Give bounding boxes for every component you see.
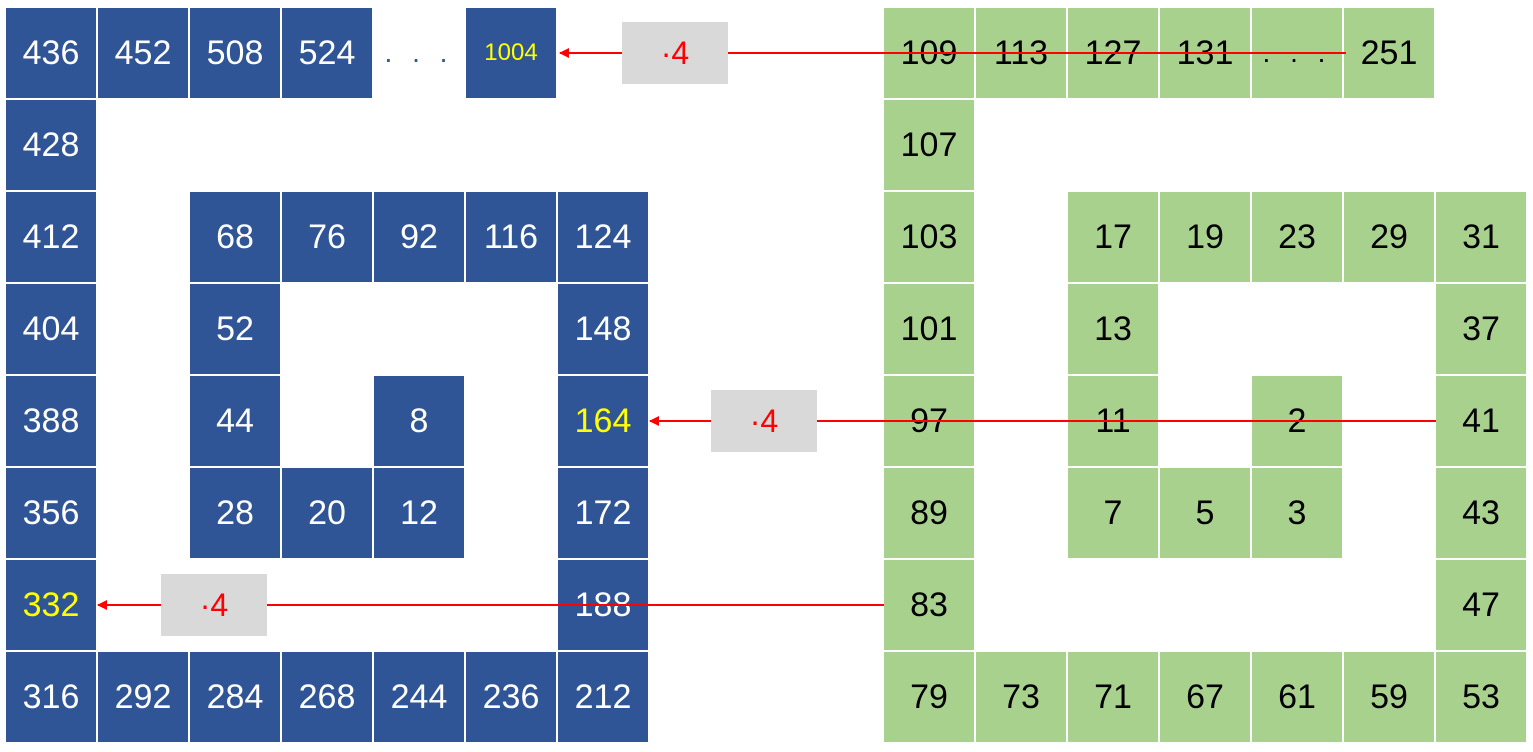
green-cell: 131 bbox=[1160, 8, 1250, 98]
blue-cell: 388 bbox=[6, 376, 96, 466]
blue-cell: 412 bbox=[6, 192, 96, 282]
blue-cell: 172 bbox=[558, 468, 648, 558]
multiplier-label: ·4 bbox=[711, 390, 817, 452]
blue-ellipsis: . . . bbox=[384, 37, 454, 68]
green-cell: 107 bbox=[884, 100, 974, 190]
green-cell: 83 bbox=[884, 560, 974, 650]
green-cell: 89 bbox=[884, 468, 974, 558]
green-cell: 61 bbox=[1252, 652, 1342, 742]
green-cell: 19 bbox=[1160, 192, 1250, 282]
green-cell: 17 bbox=[1068, 192, 1158, 282]
blue-cell: 92 bbox=[374, 192, 464, 282]
green-cell: 2 bbox=[1252, 376, 1342, 466]
green-cell: 71 bbox=[1068, 652, 1158, 742]
blue-cell: 332 bbox=[6, 560, 96, 650]
blue-cell: 28 bbox=[190, 468, 280, 558]
green-cell: 59 bbox=[1344, 652, 1434, 742]
green-cell: 67 bbox=[1160, 652, 1250, 742]
blue-cell: 1004 bbox=[466, 8, 556, 98]
blue-cell: 428 bbox=[6, 100, 96, 190]
blue-cell: 12 bbox=[374, 468, 464, 558]
green-cell: 109 bbox=[884, 8, 974, 98]
green-cell: 29 bbox=[1344, 192, 1434, 282]
blue-cell: 188 bbox=[558, 560, 648, 650]
green-cell: 31 bbox=[1436, 192, 1526, 282]
blue-cell: 404 bbox=[6, 284, 96, 374]
green-cell: 11 bbox=[1068, 376, 1158, 466]
blue-cell: 52 bbox=[190, 284, 280, 374]
green-cell: 7 bbox=[1068, 468, 1158, 558]
green-cell: 13 bbox=[1068, 284, 1158, 374]
blue-cell: 44 bbox=[190, 376, 280, 466]
green-ellipsis: . . . bbox=[1252, 8, 1342, 98]
multiplier-label: ·4 bbox=[161, 574, 267, 636]
blue-cell: 436 bbox=[6, 8, 96, 98]
green-cell: 97 bbox=[884, 376, 974, 466]
blue-cell: 164 bbox=[558, 376, 648, 466]
blue-cell: 124 bbox=[558, 192, 648, 282]
green-cell: 103 bbox=[884, 192, 974, 282]
green-cell: 47 bbox=[1436, 560, 1526, 650]
blue-cell: 20 bbox=[282, 468, 372, 558]
green-cell: 251 bbox=[1344, 8, 1434, 98]
blue-cell: 8 bbox=[374, 376, 464, 466]
green-cell: 79 bbox=[884, 652, 974, 742]
blue-cell: 244 bbox=[374, 652, 464, 742]
blue-cell: 316 bbox=[6, 652, 96, 742]
blue-cell: 268 bbox=[282, 652, 372, 742]
blue-cell: 76 bbox=[282, 192, 372, 282]
green-cell: 23 bbox=[1252, 192, 1342, 282]
blue-cell: 284 bbox=[190, 652, 280, 742]
blue-cell: 212 bbox=[558, 652, 648, 742]
blue-cell: 452 bbox=[98, 8, 188, 98]
green-cell: 113 bbox=[976, 8, 1066, 98]
green-cell: 5 bbox=[1160, 468, 1250, 558]
green-cell: 53 bbox=[1436, 652, 1526, 742]
green-cell: 37 bbox=[1436, 284, 1526, 374]
blue-cell: 236 bbox=[466, 652, 556, 742]
blue-cell: 356 bbox=[6, 468, 96, 558]
green-cell: 73 bbox=[976, 652, 1066, 742]
green-cell: 127 bbox=[1068, 8, 1158, 98]
blue-cell: 68 bbox=[190, 192, 280, 282]
blue-cell: 116 bbox=[466, 192, 556, 282]
blue-cell: 292 bbox=[98, 652, 188, 742]
green-cell: 3 bbox=[1252, 468, 1342, 558]
green-cell: 101 bbox=[884, 284, 974, 374]
green-cell: 43 bbox=[1436, 468, 1526, 558]
blue-cell: 148 bbox=[558, 284, 648, 374]
blue-cell: 524 bbox=[282, 8, 372, 98]
multiplier-label: ·4 bbox=[622, 22, 728, 84]
blue-cell: 508 bbox=[190, 8, 280, 98]
green-cell: 41 bbox=[1436, 376, 1526, 466]
